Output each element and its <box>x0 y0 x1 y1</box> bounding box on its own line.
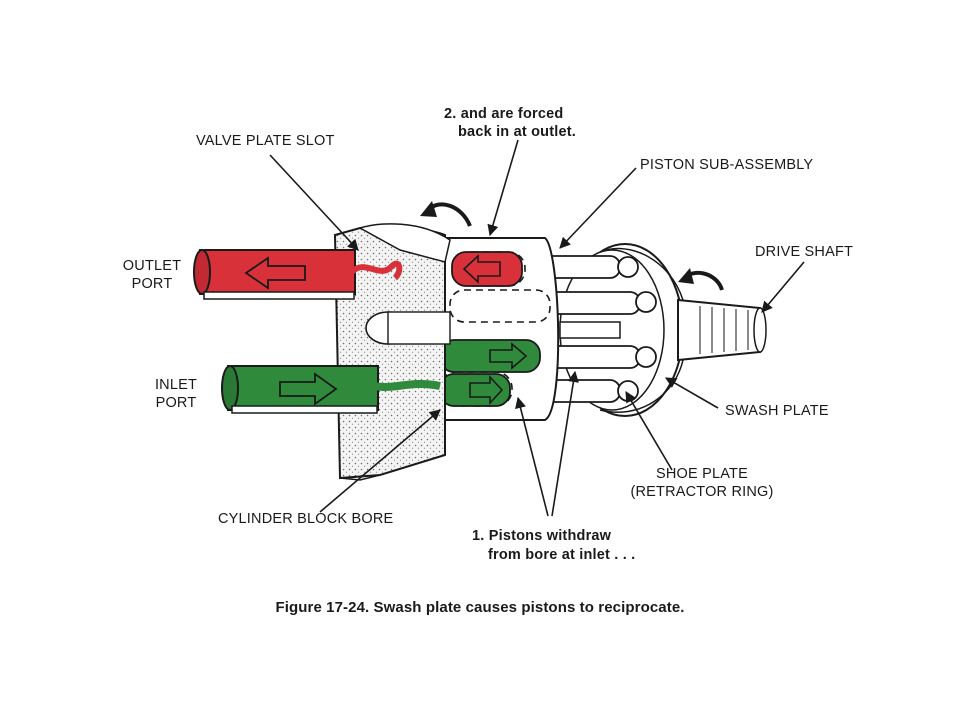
label-swash-plate: SWASH PLATE <box>725 403 829 419</box>
label-pistons-withdraw-line2: from bore at inlet . . . <box>488 547 636 563</box>
label-shoe-plate-line1: SHOE PLATE <box>656 466 748 482</box>
outlet-port-tube <box>193 249 403 300</box>
label-pistons-withdraw-line1: 1. Pistons withdraw <box>472 528 612 544</box>
label-drive-shaft: DRIVE SHAFT <box>755 244 854 260</box>
figure-caption: Figure 17-24. Swash plate causes pistons… <box>275 599 685 616</box>
inlet-port-tube <box>221 365 441 414</box>
label-valve-plate-slot: VALVE PLATE SLOT <box>196 133 335 149</box>
drive-shaft <box>677 298 767 362</box>
label-shoe-plate-line2: (RETRACTOR RING) <box>630 484 774 500</box>
label-outlet-port-line1: OUTLET <box>122 258 182 274</box>
outlet-bore-piston <box>451 251 523 287</box>
label-forced-back-line2: back in at outlet. <box>458 124 577 140</box>
label-piston-sub-assembly: PISTON SUB-ASSEMBLY <box>640 157 814 173</box>
leader-lines <box>269 139 805 517</box>
label-cylinder-block-bore: CYLINDER BLOCK BORE <box>218 511 394 527</box>
label-outlet-port-line2: PORT <box>131 276 173 292</box>
label-inlet-port-line2: PORT <box>155 395 197 411</box>
label-forced-back-line1: 2. and are forced <box>444 106 564 122</box>
inlet-bore-pistons <box>439 339 541 407</box>
label-inlet-port-line1: INLET <box>154 377 198 393</box>
valve-plate-housing <box>333 223 451 481</box>
rotation-arrows <box>420 201 724 291</box>
